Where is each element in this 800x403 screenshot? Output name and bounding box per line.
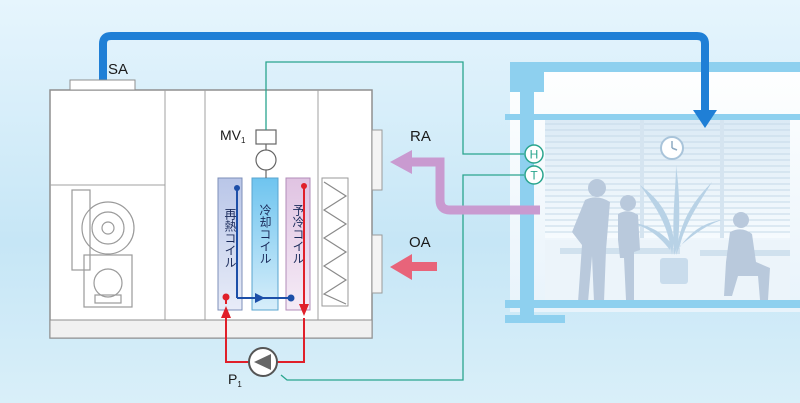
sa-label: SA — [108, 61, 128, 78]
sa-outlet — [69, 79, 136, 91]
humidity-sensor-label: H — [530, 148, 539, 162]
filter-element — [321, 177, 349, 307]
coil-label-precool: 予冷コイル — [291, 204, 305, 264]
oa-damper — [371, 234, 383, 294]
clock-icon — [660, 136, 684, 160]
room-scene — [505, 62, 800, 323]
fan-unit — [71, 189, 135, 308]
humidity-sensor-icon — [524, 144, 544, 164]
people-silhouettes — [572, 179, 770, 302]
pump-label: P1 — [228, 371, 242, 389]
control-signal-lines — [265, 61, 524, 381]
coil-precool — [285, 177, 311, 311]
pump-icon — [248, 347, 278, 377]
temperature-sensor-icon — [524, 165, 544, 185]
coil-label-cooling: 冷却コイル — [258, 204, 272, 264]
mv-label: MV1 — [220, 127, 246, 145]
ra-label: RA — [410, 128, 431, 145]
window-frame — [505, 62, 800, 323]
return-air-arrow — [390, 150, 540, 215]
coil-label-reheat: 再熱コイル — [223, 208, 237, 268]
supply-air-arrow — [693, 110, 717, 128]
hot-flow-arrow-down — [299, 304, 309, 316]
outdoor-air-arrow — [390, 254, 437, 280]
plant-icon — [628, 165, 722, 284]
oa-label: OA — [409, 234, 431, 251]
temperature-sensor-label: T — [530, 169, 538, 183]
cold-flow-arrow — [255, 293, 265, 303]
coil-cooling — [251, 177, 279, 311]
air-handling-unit — [49, 79, 383, 339]
control-valve-icon — [255, 129, 277, 178]
ra-damper — [371, 129, 383, 191]
hot-flow-arrow-up — [221, 306, 231, 318]
supply-air-duct — [99, 32, 709, 112]
